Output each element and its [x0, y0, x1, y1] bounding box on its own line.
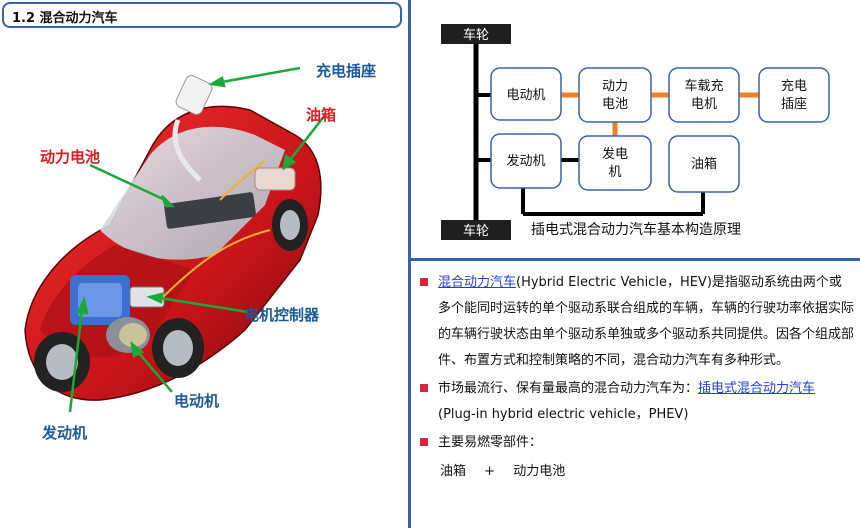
wheel-top-block	[441, 24, 511, 44]
description-panel: 混合动力汽车(Hybrid Electric Vehicle，HEV)是指驱动系…	[418, 270, 854, 479]
car-illustration-panel: 充电插座 油箱 动力电池 电机控制器 电动机 发动机	[0, 30, 406, 528]
tank-box-text: 油箱	[691, 156, 717, 172]
hev-link[interactable]: 混合动力汽车	[438, 275, 517, 290]
motor-box	[490, 67, 562, 121]
paragraph-flammable: 主要易燃零部件：	[418, 430, 854, 456]
plus-sign: +	[484, 464, 496, 479]
diagram-caption: 插电式混合动力汽车基本构造原理	[531, 221, 741, 238]
flammable-heading: 主要易燃零部件：	[438, 435, 543, 450]
engine-box-text: 发动机	[506, 153, 545, 169]
motor-controller-label: 电机控制器	[244, 306, 320, 324]
tank-box	[668, 135, 740, 193]
charger-box	[668, 67, 740, 123]
socket-box-text-1: 充电	[781, 78, 807, 94]
diagram-svg: 车轮 车轮 电动机 动力 电池 车载充 电机	[441, 24, 830, 240]
bullet-icon	[420, 438, 428, 446]
phev-structure-diagram: 车轮 车轮 电动机 动力 电池 车载充 电机	[411, 0, 860, 258]
engine-box	[490, 133, 562, 189]
part-fuel-tank: 油箱	[440, 464, 467, 479]
generator-box-text-2: 机	[608, 165, 621, 180]
fuel-tank-label: 油箱	[306, 106, 337, 124]
socket-box	[758, 67, 830, 123]
bullet-icon	[420, 278, 428, 286]
generator-box	[578, 135, 652, 191]
hev-description: (Hybrid Electric Vehicle，HEV)是指驱动系统由两个或多…	[438, 275, 855, 368]
part-battery: 动力电池	[513, 464, 566, 479]
horizontal-divider	[411, 258, 860, 261]
electric-motor-label: 电动机	[174, 392, 220, 410]
paragraph-phev: 市场最流行、保有量最高的混合动力汽车为：插电式混合动力汽车 (Plug-in h…	[418, 376, 854, 428]
wheel-bottom-block	[441, 220, 511, 240]
phev-link[interactable]: 插电式混合动力汽车	[698, 381, 816, 396]
generator-box-text-1: 发电	[602, 146, 628, 162]
section-title-box: 1.2 混合动力汽车	[2, 2, 402, 28]
phev-intro: 市场最流行、保有量最高的混合动力汽车为：	[438, 381, 699, 396]
wheel-top-text: 车轮	[463, 27, 489, 43]
motor-box-text: 电动机	[506, 88, 545, 103]
socket-box-text-2: 插座	[781, 97, 807, 112]
charger-box-text-1: 车载充	[684, 78, 723, 94]
paragraph-hev: 混合动力汽车(Hybrid Electric Vehicle，HEV)是指驱动系…	[418, 270, 854, 374]
battery-label: 动力电池	[40, 148, 101, 166]
charger-box-text-2: 电机	[691, 97, 717, 112]
battery-box-text-2: 电池	[602, 97, 628, 112]
vertical-divider	[408, 0, 411, 528]
battery-box	[578, 67, 652, 123]
charge-port-label: 充电插座	[316, 62, 377, 80]
section-title: 1.2 混合动力汽车	[12, 11, 118, 26]
wheel-bottom-text: 车轮	[463, 223, 489, 239]
flammable-parts: 油箱 + 动力电池	[418, 460, 854, 479]
phev-english: (Plug-in hybrid electric vehicle，PHEV)	[438, 407, 689, 422]
bullet-icon	[420, 384, 428, 392]
hybrid-car-illustration	[24, 66, 326, 413]
engine-label: 发动机	[42, 424, 88, 442]
battery-box-text-1: 动力	[602, 79, 628, 94]
